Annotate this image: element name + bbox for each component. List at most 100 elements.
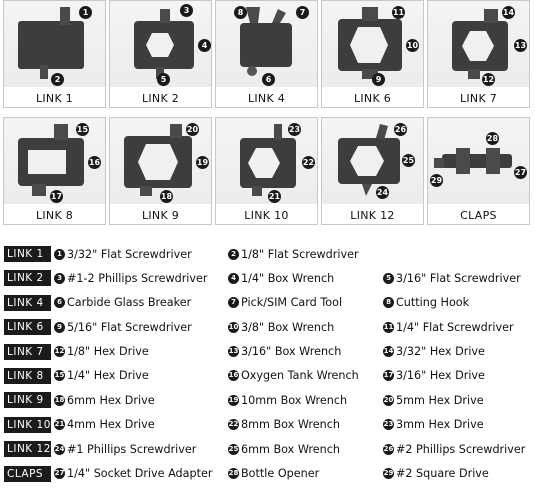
link-10-tool-icon: [240, 124, 296, 196]
callout-9: 9: [372, 73, 385, 86]
callout-badge: 8: [383, 297, 394, 309]
link-7-tool-icon: [452, 9, 508, 79]
legend-item-text: 6mm Hex Drive: [67, 393, 155, 407]
callout-6: 6: [262, 73, 275, 86]
callout-15: 15: [76, 123, 89, 136]
callout-badge: 19: [228, 394, 239, 406]
legend-item-text: Cutting Hook: [396, 296, 470, 310]
legend-item-text: 5/16" Flat Screwdriver: [67, 320, 192, 334]
link-card-label: LINK 7: [459, 92, 498, 105]
link-8-tool-icon: [18, 124, 84, 196]
links-photo-grid: 1 2 LINK 1 3 4 5 LINK 2: [0, 0, 535, 238]
legend-item-text: 3/32" Flat Screwdriver: [67, 247, 192, 261]
legend-item-text: 1/4" Box Wrench: [241, 271, 335, 285]
callout-14: 14: [502, 6, 515, 19]
callout-badge: 24: [54, 443, 65, 455]
callout-badge: 28: [228, 468, 239, 480]
callout-29: 29: [430, 174, 443, 187]
link-12-photo: 26 25 24: [322, 118, 423, 204]
legend-item-text: Oxygen Tank Wrench: [241, 369, 359, 383]
callout-16: 16: [88, 156, 101, 169]
callout-badge: 25: [228, 443, 239, 455]
link-card-label: CLAPS: [460, 209, 497, 222]
link-card-label: LINK 8: [35, 209, 74, 222]
legend-tag: LINK 12: [4, 441, 51, 458]
legend-item-text: Pick/SIM Card Tool: [241, 296, 343, 310]
callout-2: 2: [51, 73, 64, 86]
legend-tag: LINK 8: [4, 367, 51, 384]
legend-item-text: Carbide Glass Breaker: [67, 296, 192, 310]
callout-badge: 2: [228, 248, 239, 260]
callout-8: 8: [234, 6, 247, 19]
callout-12: 12: [482, 73, 495, 86]
link-card-claps: 28 27 29 CLAPS: [427, 117, 530, 225]
link-9-tool-icon: [124, 124, 192, 196]
link-4-photo: 8 7 6: [216, 1, 317, 87]
link-card-link-7: 14 13 12 LINK 7: [427, 0, 530, 108]
callout-badge: 3: [54, 272, 65, 284]
legend-tag: CLAPS: [4, 465, 51, 482]
link-card-label: LINK 1: [35, 92, 74, 105]
callout-25: 25: [402, 154, 415, 167]
link-card-label: LINK 10: [244, 209, 289, 222]
callout-badge: 13: [228, 346, 239, 358]
legend-item: 3#1-2 Phillips Screwdriver: [54, 270, 208, 286]
legend-item-text: 3/8" Box Wrench: [241, 320, 335, 334]
callout-27: 27: [514, 166, 527, 179]
link-12-tool-icon: [338, 124, 400, 196]
callout-badge: 20: [383, 394, 394, 406]
link-2-photo: 3 4 5: [110, 1, 211, 87]
link-4-tool-icon: [240, 7, 292, 76]
links-row-1: 1 2 LINK 1 3 4 5 LINK 2: [0, 0, 535, 110]
callout-badge: 4: [228, 272, 239, 284]
link-card-label: LINK 2: [141, 92, 180, 105]
callout-badge: 6: [54, 297, 65, 309]
link-card-label: LINK 9: [141, 209, 180, 222]
link-card-link-8: 15 16 17 LINK 8: [3, 117, 106, 225]
callout-22: 22: [302, 156, 315, 169]
legend-item-text: #2 Phillips Screwdriver: [396, 442, 526, 456]
callout-badge: 26: [383, 443, 394, 455]
claps-photo: 28 27 29: [428, 118, 529, 204]
legend-item-text: 1/4" Flat Screwdriver: [396, 320, 514, 334]
callout-badge: 9: [54, 321, 65, 333]
legend-tag: LINK 7: [4, 343, 51, 360]
legend-item-text: 3mm Hex Drive: [396, 418, 484, 432]
links-row-2: 15 16 17 LINK 8 20 19 18 LINK 9: [0, 117, 535, 227]
legend-item-text: #1-2 Phillips Screwdriver: [67, 271, 208, 285]
link-card-link-1: 1 2 LINK 1: [3, 0, 106, 108]
legend-item: 24#1 Phillips Screwdriver: [54, 441, 196, 457]
callout-badge: 27: [54, 468, 65, 480]
legend-item-text: 1/8" Hex Drive: [67, 345, 149, 359]
legend-item-text: 3/16" Flat Screwdriver: [396, 271, 521, 285]
legend-item-text: Bottle Opener: [241, 467, 320, 481]
link-card-link-12: 26 25 24 LINK 12: [321, 117, 424, 225]
claps-tool-icon: [434, 148, 512, 174]
callout-badge: 16: [228, 370, 239, 382]
callout-badge: 11: [383, 321, 394, 333]
legend-tag: LINK 4: [4, 294, 51, 311]
callout-badge: 5: [383, 272, 394, 284]
link-card-link-9: 20 19 18 LINK 9: [109, 117, 212, 225]
legend-item-text: 8mm Box Wrench: [241, 418, 340, 432]
callout-21: 21: [268, 190, 281, 203]
